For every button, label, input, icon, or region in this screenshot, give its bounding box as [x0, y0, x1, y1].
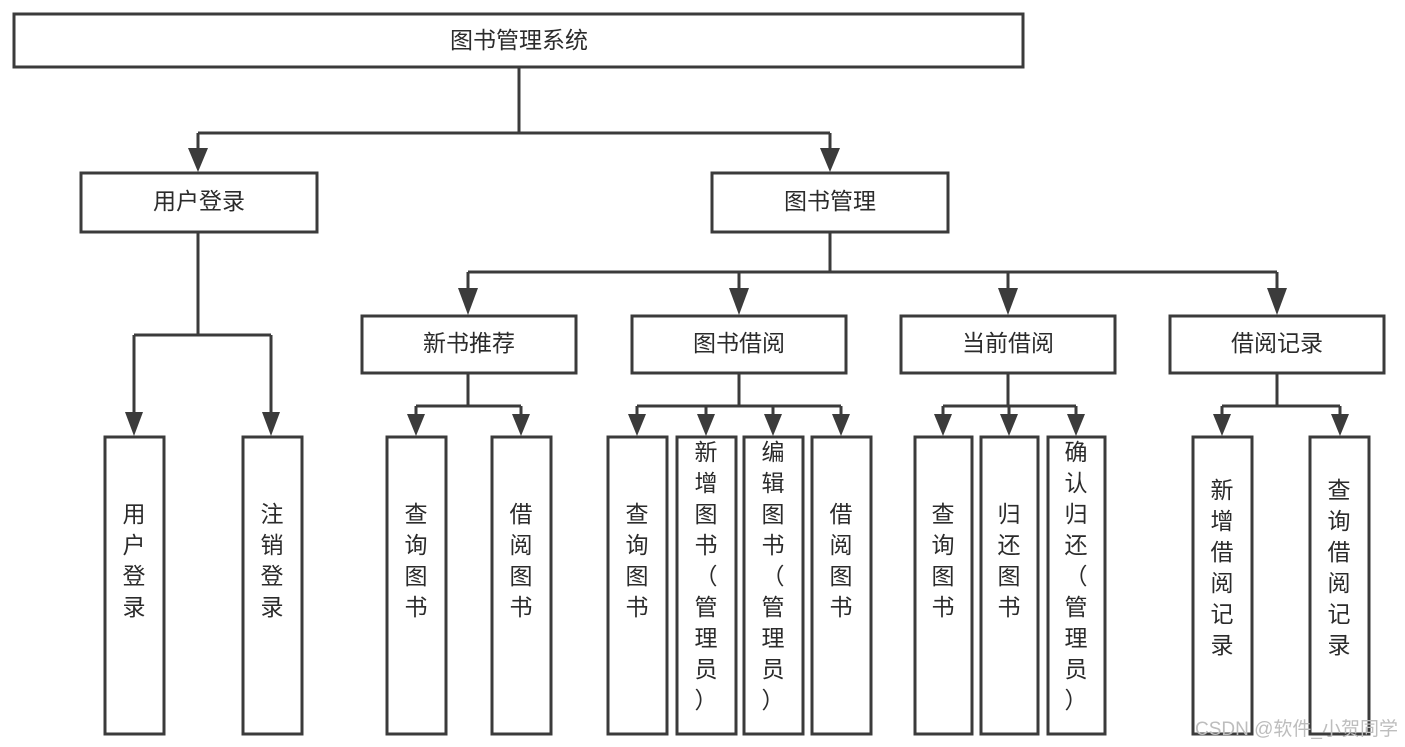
watermark-label: CSDN @软件_小贺同学: [1195, 718, 1398, 740]
leaf-cb-confirm-return-box[interactable]: [1046, 435, 1107, 736]
leaf-node[interactable]: 新增图书（管理员）: [675, 435, 738, 736]
arrow-head-leaf-user-login-1: [125, 412, 143, 436]
leaf-node[interactable]: 确认归还（管理员）: [1046, 435, 1107, 736]
node-borrow-record-label: 借阅记录: [1231, 330, 1323, 356]
node-current-borrow-box[interactable]: [899, 314, 1117, 375]
leaf-bb-add-book-label: 新增图书（管理员）: [695, 439, 718, 713]
leaf-node[interactable]: 用户登录: [103, 435, 166, 736]
connector-group-user-login: [125, 233, 280, 436]
node-book-management-box[interactable]: [710, 171, 950, 234]
node-user-login-box[interactable]: [79, 171, 319, 234]
leaf-nb-borrow-book-box[interactable]: [490, 435, 553, 736]
arrow-head-leaf-user-login-2: [262, 412, 280, 436]
leaf-node[interactable]: 编辑图书（管理员）: [742, 435, 805, 736]
connector-group-book-borrow: [628, 373, 850, 436]
node-root-system-box[interactable]: [12, 12, 1025, 69]
arrow-head-leaf-borrow-record-2: [1331, 414, 1349, 436]
node-book-borrow-label: 图书借阅: [693, 330, 785, 356]
leaf-node[interactable]: 查询借阅记录: [1308, 435, 1371, 736]
node-root-system[interactable]: 图书管理系统: [12, 12, 1025, 69]
leaf-nb-query-book-box[interactable]: [385, 435, 448, 736]
node-book-management-label: 图书管理: [784, 188, 876, 214]
leaf-node[interactable]: 新增借阅记录: [1191, 435, 1254, 736]
leaf-br-add-record-box[interactable]: [1191, 435, 1254, 736]
node-current-borrow[interactable]: 当前借阅: [899, 314, 1117, 375]
leaf-node[interactable]: 查询图书: [913, 435, 974, 736]
node-borrow-record-box[interactable]: [1168, 314, 1386, 375]
leaf-user-login-label: 用户登录: [123, 501, 146, 620]
leaf-cb-query-book-box[interactable]: [913, 435, 974, 736]
leaf-node[interactable]: 查询图书: [606, 435, 669, 736]
node-current-borrow-label: 当前借阅: [962, 330, 1054, 356]
node-new-book-recommend-box[interactable]: [360, 314, 578, 375]
arrow-head-leaf-new-book-1: [407, 414, 425, 436]
leaf-user-login-box[interactable]: [103, 435, 166, 736]
node-user-login[interactable]: 用户登录: [79, 171, 319, 234]
connector-group-book-mgmt: [458, 233, 1287, 315]
node-new-book-recommend-label: 新书推荐: [423, 330, 515, 356]
leaf-node[interactable]: 归还图书: [979, 435, 1040, 736]
leaf-bb-query-book-box[interactable]: [606, 435, 669, 736]
leaf-node[interactable]: 借阅图书: [810, 435, 873, 736]
leaf-nb-borrow-book-label: 借阅图书: [510, 501, 533, 620]
arrow-head-leaf-current-borrow-2: [1000, 414, 1018, 436]
leaf-bb-borrow-book-label: 借阅图书: [830, 501, 853, 620]
leaf-bb-borrow-book-box[interactable]: [810, 435, 873, 736]
leaf-nb-query-book-label: 查询图书: [405, 501, 428, 620]
node-user-login-label: 用户登录: [153, 188, 245, 214]
leaf-br-query-record-label: 查询借阅记录: [1328, 477, 1351, 658]
leaf-node[interactable]: 借阅图书: [490, 435, 553, 736]
arrow-head-leaf-borrow-record-1: [1213, 414, 1231, 436]
connector-group-current-borrow: [934, 373, 1085, 436]
leaf-cb-confirm-return-label: 确认归还（管理员）: [1065, 439, 1088, 713]
leaf-br-query-record-box[interactable]: [1308, 435, 1371, 736]
arrow-head-borrow-record: [1267, 288, 1287, 315]
leaf-bb-add-book-box[interactable]: [675, 435, 738, 736]
arrow-head-leaf-current-borrow-3: [1067, 414, 1085, 436]
arrow-head-new-book: [458, 288, 478, 315]
connector-group-new-book: [407, 373, 530, 436]
arrow-head-leaf-book-borrow-2: [697, 414, 715, 436]
leaf-bb-edit-book-label: 编辑图书（管理员）: [762, 439, 785, 713]
arrow-head-leaf-new-book-2: [512, 414, 530, 436]
node-book-management[interactable]: 图书管理: [710, 171, 950, 234]
leaf-cb-return-book-label: 归还图书: [998, 501, 1021, 620]
arrow-head-leaf-current-borrow-1: [934, 414, 952, 436]
node-borrow-record[interactable]: 借阅记录: [1168, 314, 1386, 375]
arrow-head-leaf-book-borrow-3: [764, 414, 782, 436]
node-root-system-label: 图书管理系统: [450, 27, 588, 53]
arrow-head-leaf-book-borrow-4: [832, 414, 850, 436]
arrow-head-book-borrow: [729, 288, 749, 315]
arrow-head-book-mgmt: [820, 148, 840, 172]
leaf-node[interactable]: 查询图书: [385, 435, 448, 736]
arrow-head-current-borrow: [998, 288, 1018, 315]
node-book-borrow-box[interactable]: [630, 314, 848, 375]
connector-group-borrow-record: [1213, 373, 1349, 436]
leaf-node[interactable]: 注销登录: [241, 435, 304, 736]
node-book-borrow[interactable]: 图书借阅: [630, 314, 848, 375]
connector-group-root: [188, 67, 840, 172]
leaf-bb-edit-book-box[interactable]: [742, 435, 805, 736]
leaf-bb-query-book-label: 查询图书: [626, 501, 649, 620]
leaf-logout-box[interactable]: [241, 435, 304, 736]
leaf-cb-query-book-label: 查询图书: [932, 501, 955, 620]
leaf-logout-label: 注销登录: [261, 501, 284, 620]
node-new-book-recommend[interactable]: 新书推荐: [360, 314, 578, 375]
arrow-head-user-login: [188, 148, 208, 172]
leaf-cb-return-book-box[interactable]: [979, 435, 1040, 736]
arrow-head-leaf-book-borrow-1: [628, 414, 646, 436]
leaf-br-add-record-label: 新增借阅记录: [1211, 477, 1234, 658]
